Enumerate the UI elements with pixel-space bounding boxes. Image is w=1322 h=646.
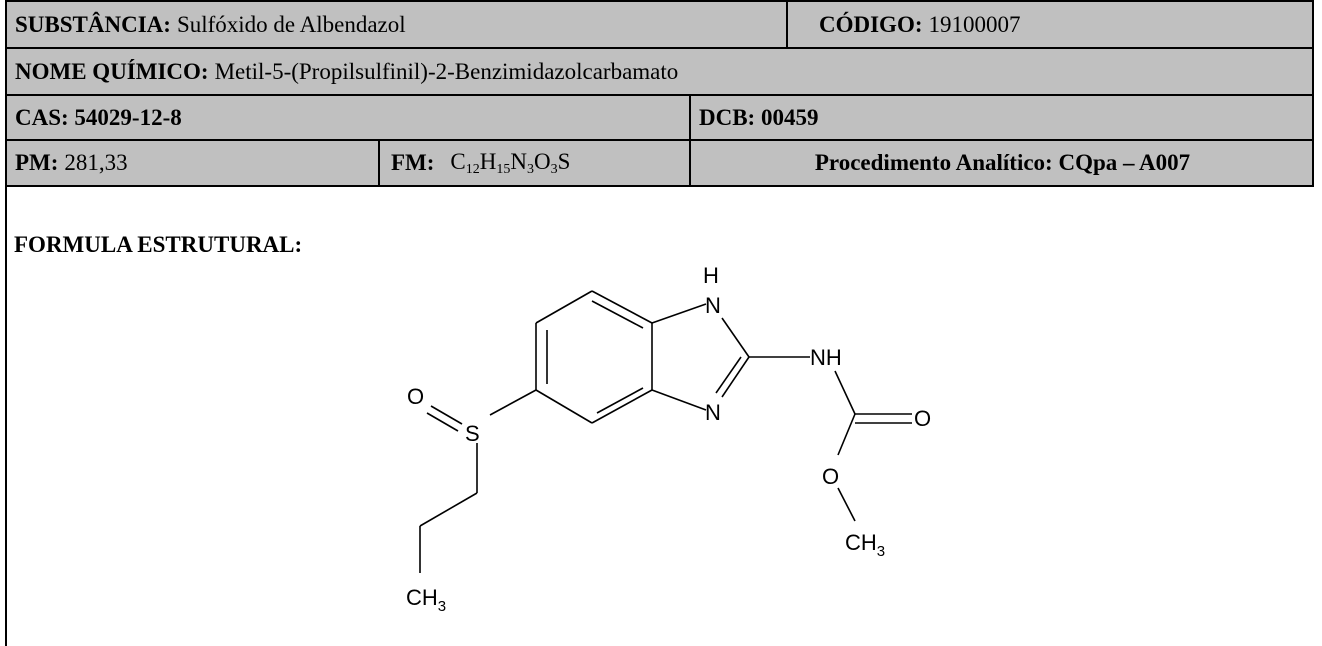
atom-nh: NH	[810, 345, 842, 370]
atom-s: S	[465, 421, 480, 446]
row3-divider	[689, 96, 691, 139]
atom-ch3-propyl: CH3	[406, 585, 446, 615]
table-right-border	[1312, 0, 1314, 187]
pm-value: 281,33	[64, 150, 128, 175]
nome-quimico-value: Metil-5-(Propilsulfinil)-2-Benzimidazolc…	[214, 58, 679, 84]
cell-pm: PM: 281,33	[15, 141, 375, 185]
substancia-value: Sulfóxido de Albendazol	[176, 11, 406, 37]
row-cas-dcb: CAS: 54029-12-8 DCB: 00459	[5, 94, 1314, 139]
atom-o-sulfoxide: O	[407, 384, 424, 409]
atom-labels: H N N NH O O CH3 O S CH3	[406, 263, 931, 615]
cell-codigo: CÓDIGO: 19100007	[819, 2, 1299, 47]
nome-quimico-label: NOME QUÍMICO:	[15, 58, 209, 84]
atom-n2: N	[705, 400, 721, 425]
row-nome-quimico: NOME QUÍMICO: Metil-5-(Propilsulfinil)-2…	[5, 47, 1314, 94]
cell-fm: FM: C12H15N3O3S	[391, 141, 681, 185]
cell-substancia: SUBSTÂNCIA: Sulfóxido de Albendazol	[15, 2, 785, 47]
atom-h-top: H	[703, 263, 719, 288]
substancia-label: SUBSTÂNCIA:	[15, 11, 171, 37]
row4-divider-2	[689, 141, 691, 185]
atom-o-ester: O	[822, 464, 839, 489]
table-left-border	[5, 0, 7, 646]
cas-number: CAS: 54029-12-8	[15, 104, 182, 130]
row4-divider-1	[378, 141, 380, 185]
row-substancia: SUBSTÂNCIA: Sulfóxido de Albendazol CÓDI…	[5, 0, 1314, 47]
atom-o-carbonyl: O	[914, 406, 931, 431]
atom-ch3-methyl: CH3	[845, 530, 885, 560]
codigo-value: 19100007	[928, 11, 1021, 37]
dcb-number: DCB: 00459	[699, 104, 819, 130]
pm-label: PM:	[15, 150, 59, 175]
atom-n1: N	[705, 293, 721, 318]
row1-divider	[786, 2, 788, 47]
bonds	[419, 290, 912, 573]
row4-bottom-border	[5, 185, 1314, 187]
codigo-label: CÓDIGO:	[819, 11, 923, 37]
molecular-formula: C12H15N3O3S	[450, 148, 571, 177]
fm-label: FM:	[391, 150, 435, 175]
cell-nome-quimico: NOME QUÍMICO: Metil-5-(Propilsulfinil)-2…	[15, 49, 1305, 94]
procedimento-analitico: Procedimento Analítico: CQpa – A007	[814, 150, 1191, 175]
structural-formula-title: FORMULA ESTRUTURAL:	[14, 232, 303, 257]
row-pm-fm: PM: 281,33 FM: C12H15N3O3S Procedimento …	[5, 139, 1314, 185]
